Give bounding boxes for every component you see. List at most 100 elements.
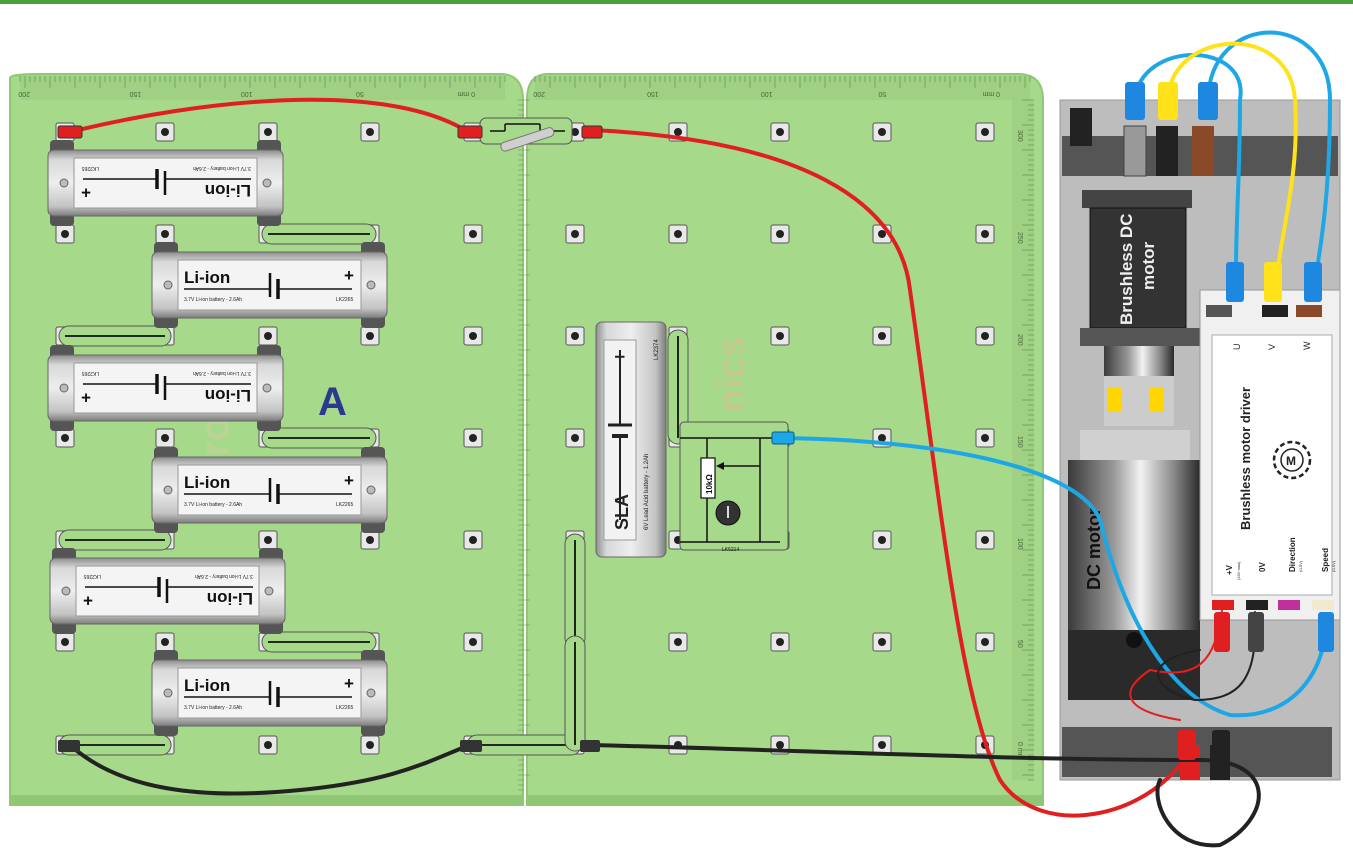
ruler-tick-label: 200 (533, 90, 545, 97)
ruler-tick-label: 50 (878, 90, 886, 97)
phase-v: V (1267, 344, 1277, 350)
battery-name: Li-ion (184, 268, 230, 287)
battery-name: Li-ion (207, 589, 253, 608)
socket[interactable] (360, 122, 380, 142)
sla-rating: 6V Lead Acid battery - 1.2Ah (644, 454, 650, 530)
socket[interactable] (463, 224, 483, 244)
battery-plus: + (344, 674, 354, 693)
wire-yellow (1166, 41, 1298, 302)
watermark-right: nics (711, 336, 753, 412)
input-speed-sub: (0-5V) (1331, 560, 1336, 572)
socket[interactable] (872, 122, 892, 142)
socket[interactable] (360, 735, 380, 755)
sla-plus: + (610, 351, 630, 362)
ruler-tick-label: 50 (356, 90, 364, 97)
top-bar (0, 0, 1353, 4)
socket[interactable] (55, 224, 75, 244)
input-plusv: +V (1225, 564, 1234, 575)
battery-plus: + (81, 388, 91, 407)
link (667, 329, 689, 445)
socket[interactable] (360, 530, 380, 550)
link (564, 635, 586, 752)
socket[interactable] (565, 326, 585, 346)
socket[interactable] (770, 122, 790, 142)
socket[interactable] (463, 428, 483, 448)
wires (68, 30, 1333, 848)
battery-name: Li-ion (205, 181, 251, 200)
ruler-tick-label: 150 (647, 90, 659, 97)
socket[interactable] (975, 326, 995, 346)
socket[interactable] (770, 224, 790, 244)
wire-red-motor (1129, 609, 1223, 721)
gear-icon: M (1272, 440, 1312, 480)
socket[interactable] (55, 632, 75, 652)
sla-code: LK2374 (654, 339, 660, 360)
socket[interactable] (155, 632, 175, 652)
socket[interactable] (463, 632, 483, 652)
socket[interactable] (668, 632, 688, 652)
battery-rating: 3.7V Li-ion battery - 2.6Ah (184, 705, 242, 711)
socket[interactable] (360, 326, 380, 346)
socket[interactable] (565, 428, 585, 448)
switch[interactable] (479, 117, 573, 152)
socket[interactable] (55, 428, 75, 448)
bldc-line2: motor (1139, 241, 1158, 290)
battery-plus: + (81, 183, 91, 202)
socket[interactable] (155, 122, 175, 142)
socket[interactable] (155, 224, 175, 244)
pot-value: 10kΩ (705, 474, 714, 494)
link (58, 529, 172, 551)
socket[interactable] (975, 428, 995, 448)
socket[interactable] (155, 428, 175, 448)
ruler-tick-label: 100 (241, 90, 253, 97)
svg-text:M: M (1286, 454, 1296, 468)
socket[interactable] (258, 735, 278, 755)
link (58, 734, 172, 756)
socket[interactable] (975, 632, 995, 652)
battery-rating: 3.7V Li-ion battery - 2.6Ah (184, 297, 242, 303)
battery-plus: + (83, 591, 93, 610)
wire-black-bottom (68, 743, 472, 796)
ruler-tick-label: 250 (1016, 232, 1023, 244)
socket[interactable] (975, 224, 995, 244)
socket[interactable] (258, 530, 278, 550)
socket[interactable] (565, 224, 585, 244)
link (466, 734, 582, 756)
socket[interactable] (463, 530, 483, 550)
socket[interactable] (258, 326, 278, 346)
input-plusv-sub: (24V max) (1236, 561, 1241, 580)
socket[interactable] (770, 632, 790, 652)
battery-plus: + (344, 266, 354, 285)
links (58, 223, 689, 756)
socket[interactable] (668, 735, 688, 755)
socket[interactable] (975, 122, 995, 142)
socket[interactable] (258, 122, 278, 142)
ruler-tick-label: 150 (1016, 436, 1023, 448)
socket[interactable] (872, 530, 892, 550)
ruler-tick-label: 300 (1016, 130, 1023, 142)
ruler-tick-label: 150 (129, 90, 141, 97)
wire-blue-speed (778, 436, 1328, 718)
battery-code: LK2265 (82, 370, 99, 376)
socket[interactable] (668, 224, 688, 244)
driver-title: Brushless motor driver (1238, 387, 1253, 530)
socket[interactable] (463, 326, 483, 346)
socket[interactable] (872, 632, 892, 652)
link (261, 223, 377, 245)
socket[interactable] (872, 735, 892, 755)
battery-code: LK2265 (336, 502, 353, 508)
battery-stack: Li-ion+3.7V Li-ion battery - 2.6AhLK2265… (47, 140, 388, 736)
plugs (57, 82, 1334, 760)
link (261, 631, 377, 653)
socket[interactable] (872, 326, 892, 346)
sla-battery: + SLA 6V Lead Acid battery - 1.2Ah LK237… (595, 321, 667, 558)
battery-rating: 3.7V Li-ion battery - 2.6Ah (184, 502, 242, 508)
wire-red-top (68, 97, 467, 134)
battery-name: Li-ion (184, 473, 230, 492)
socket[interactable] (975, 530, 995, 550)
socket[interactable] (770, 326, 790, 346)
